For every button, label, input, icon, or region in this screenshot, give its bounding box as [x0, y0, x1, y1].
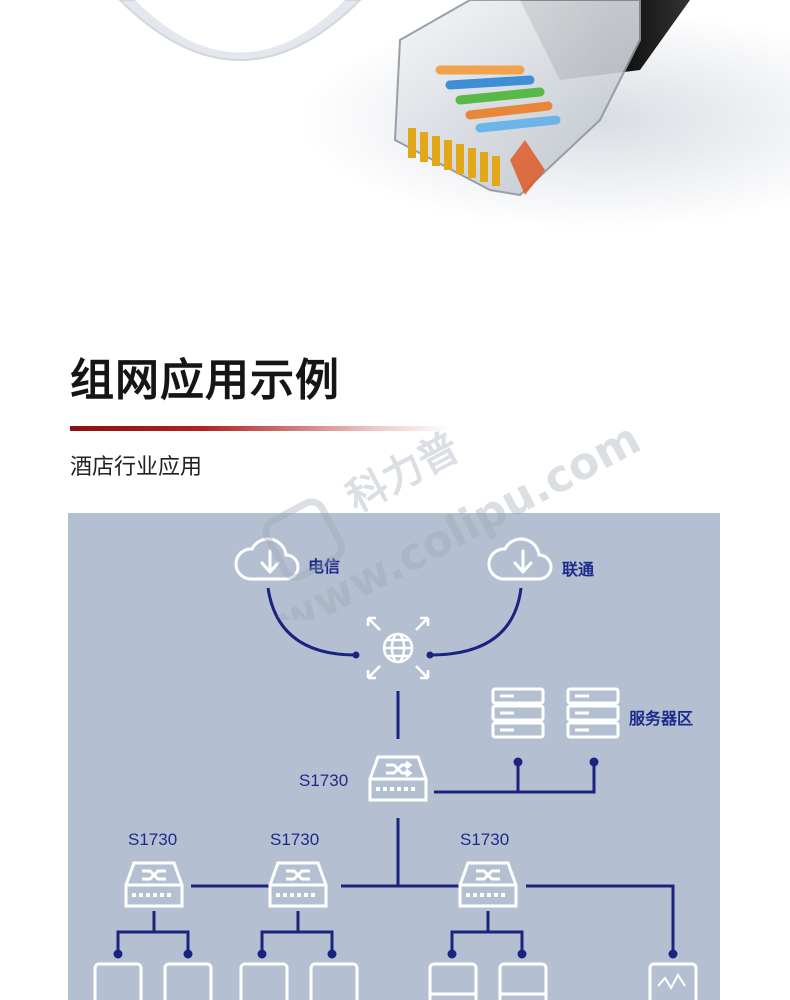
- label-telecom: 电信: [308, 557, 341, 576]
- link-unicom-to-internet: [429, 587, 523, 657]
- globe-icon: [366, 616, 430, 680]
- access-switch-icon: [124, 861, 184, 908]
- label-access-switch: S1730: [460, 830, 510, 849]
- access-switch-icon: [268, 861, 328, 908]
- core-switch-icon: [368, 755, 428, 802]
- link-access3-to-monitor: [526, 884, 675, 954]
- laptop-icon: [93, 962, 143, 1000]
- title-underline: [70, 426, 450, 431]
- section-title: 组网应用示例: [70, 355, 340, 406]
- label-server-zone: 服务器区: [629, 709, 694, 728]
- laptop-icon: [309, 962, 359, 1000]
- laptop-icon: [239, 962, 289, 1000]
- rj45-connector-illustration: [118, 0, 790, 230]
- network-diagram: 电信 联通 服务器区 S1730 S1730 S1730 S1730: [68, 513, 720, 1000]
- server-icon: [566, 687, 620, 739]
- hero-product-image: [0, 0, 790, 300]
- label-access-switch: S1730: [128, 830, 178, 849]
- access-switch-icon: [458, 861, 518, 908]
- monitor-icon: [498, 962, 548, 1000]
- cloud-download-icon: [234, 537, 300, 581]
- label-access-switch: S1730: [270, 830, 320, 849]
- watermark-brand: 科力普: [339, 425, 467, 522]
- label-unicom: 联通: [562, 560, 595, 579]
- monitor-icon: [428, 962, 478, 1000]
- label-core-switch: S1730: [299, 771, 349, 790]
- link-telecom-to-internet: [266, 587, 357, 657]
- section-subtitle: 酒店行业应用: [70, 455, 203, 480]
- link-core-to-server-b: [434, 762, 596, 794]
- network-topology-graphic: [93, 537, 698, 1000]
- monitoring-display-icon: [648, 962, 698, 1000]
- cloud-download-icon: [487, 537, 553, 581]
- laptop-icon: [163, 962, 213, 1000]
- server-icon: [491, 687, 545, 739]
